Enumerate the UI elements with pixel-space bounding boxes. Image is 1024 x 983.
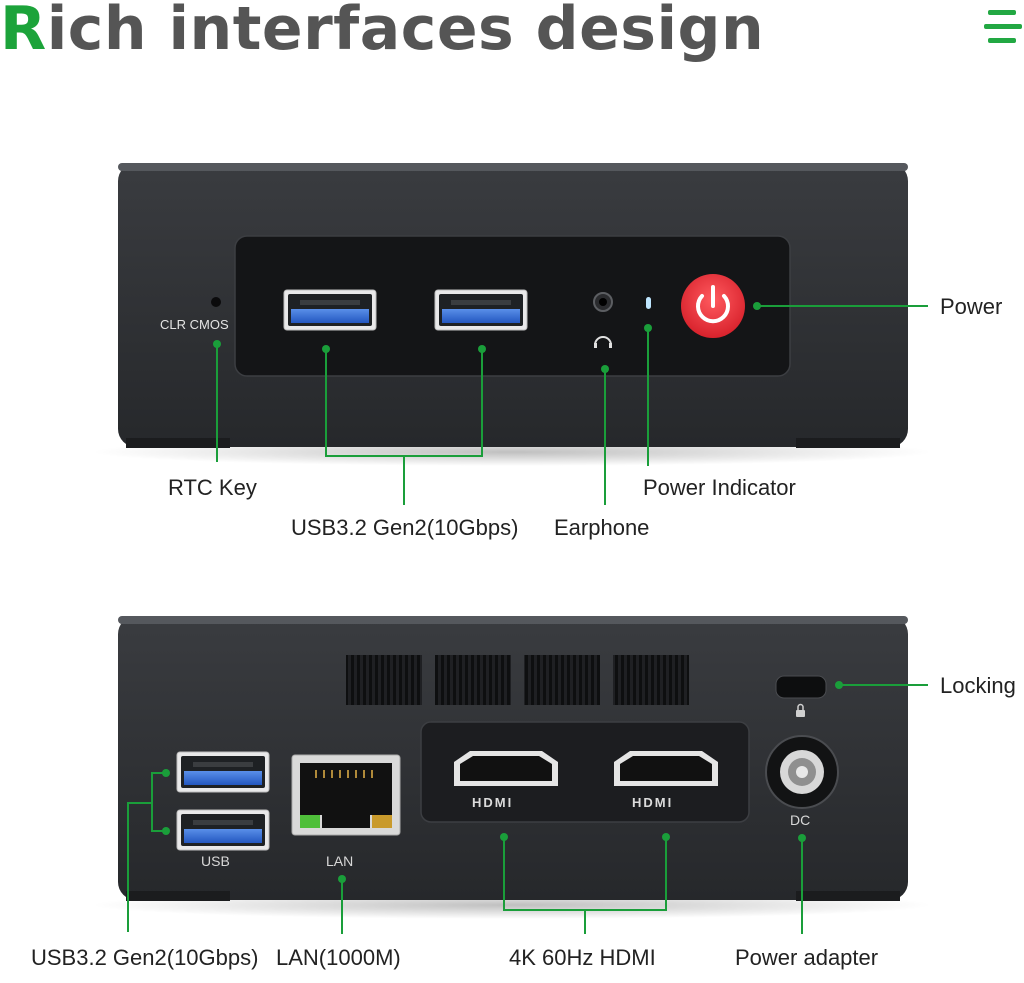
lan-port [291, 754, 401, 836]
back-usb-port-2 [176, 809, 270, 851]
front-usb-port-1 [283, 289, 377, 331]
callout-power-indicator: Power Indicator [643, 475, 796, 500]
power-indicator-led [646, 297, 651, 309]
hdmi-port-1 [454, 751, 558, 786]
front-usb-port-2 [434, 289, 528, 331]
page-title: Rich interfaces design [0, 0, 764, 64]
back-usb-label: USB [201, 853, 230, 869]
back-callout-lines [127, 681, 928, 934]
earphone-jack [593, 292, 613, 348]
callout-rtc-key: RTC Key [168, 475, 257, 500]
back-usb-port-1 [176, 751, 270, 793]
dc-jack [765, 735, 839, 809]
clr-cmos-label: CLR CMOS [160, 317, 229, 332]
back-device [118, 616, 908, 901]
back-dc-label: DC [790, 812, 811, 828]
back-lan-label: LAN [326, 853, 354, 869]
callout-power: Power [940, 294, 1003, 319]
hdmi-1-label: HDMI [472, 795, 514, 810]
hdmi-port-2 [614, 751, 718, 786]
title-accent-letter: R [0, 0, 47, 64]
front-callout-lines [213, 302, 928, 505]
callout-lan: LAN(1000M) [276, 945, 401, 970]
hamburger-menu-icon[interactable] [984, 8, 1022, 46]
front-device [118, 163, 908, 448]
lock-slot [775, 675, 827, 717]
power-button [681, 274, 745, 338]
title-text: ich interfaces design [46, 0, 765, 64]
callout-locking: Locking [940, 673, 1016, 698]
callout-back-usb: USB3.2 Gen2(10Gbps) [31, 945, 259, 970]
callout-front-usb: USB3.2 Gen2(10Gbps) [291, 515, 519, 540]
hdmi-2-label: HDMI [632, 795, 674, 810]
callout-power-adapter: Power adapter [735, 945, 879, 970]
callout-hdmi: 4K 60Hz HDMI [509, 945, 656, 970]
callout-earphone: Earphone [554, 515, 650, 540]
